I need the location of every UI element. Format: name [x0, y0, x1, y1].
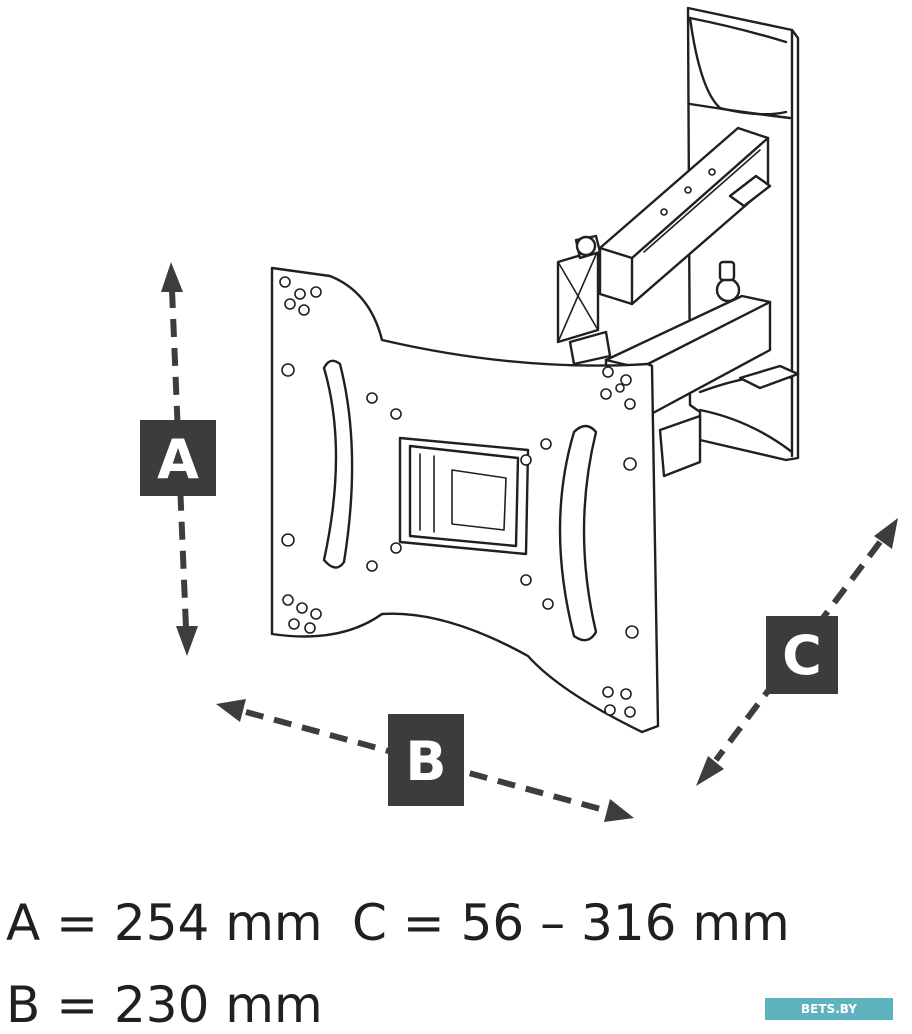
vesa-plate [270, 266, 660, 734]
label-c-box: C [766, 616, 838, 694]
label-b-box: B [388, 714, 464, 806]
label-c: C [782, 624, 822, 687]
dimension-c-text: C = 56 – 316 mm [352, 894, 790, 952]
dimension-b-text: B = 230 mm [6, 976, 323, 1034]
dimension-a-arrow [161, 262, 198, 656]
upper-arm [598, 126, 772, 306]
label-a-box: A [140, 420, 216, 496]
watermark-logo: BETS.BY [765, 998, 893, 1020]
label-a: A [157, 428, 199, 491]
dimension-a-text: A = 254 mm [6, 894, 323, 952]
tv-wall-mount-diagram: A B C [140, 6, 898, 822]
label-b: B [405, 730, 446, 793]
pivot-joint [556, 234, 741, 366]
dimension-c-arrow [696, 518, 898, 786]
